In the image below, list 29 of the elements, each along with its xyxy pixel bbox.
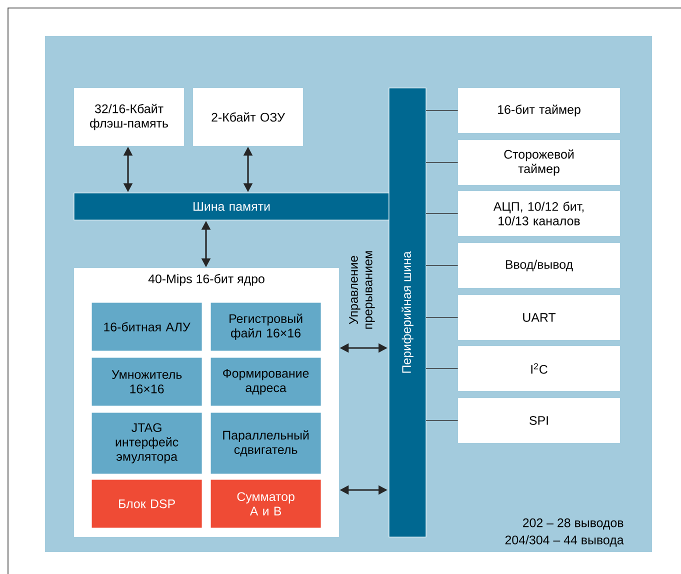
peripheral-box: Сторожевой таймер <box>458 140 620 185</box>
peripheral-box: I$^{2}$C <box>458 346 620 391</box>
connector-line <box>426 420 458 421</box>
connector-line <box>426 265 458 266</box>
dsp-box: Блок DSP <box>92 480 202 528</box>
bus-bar: Периферийная шина <box>388 88 426 538</box>
memory-box: 32/16-Кбайт флэш-память <box>74 88 184 146</box>
connector-line <box>426 162 458 163</box>
unit-box: Умножитель 16×16 <box>92 358 202 406</box>
peripheral-box: 16-бит таймер <box>458 88 620 133</box>
dsp-box: Сумматор A и B <box>210 480 321 528</box>
pin-count-note: 204/304 – 44 вывода <box>505 535 624 547</box>
peripheral-box: АЦП, 10/12 бит, 10/13 каналов <box>458 191 620 236</box>
pin-count-note: 202 – 28 выводов <box>523 518 624 530</box>
connector-line <box>426 317 458 318</box>
unit-box: Формирование адреса <box>210 358 321 406</box>
edge-label: Управление прерыванием <box>349 251 375 329</box>
peripheral-box: Ввод/вывод <box>458 243 620 288</box>
unit-box: JTAG интерфейс эмулятора <box>92 412 202 474</box>
memory-box: 2-Кбайт ОЗУ <box>193 88 303 146</box>
unit-box: Параллельный сдвигатель <box>210 412 321 474</box>
peripheral-box: UART <box>458 295 620 340</box>
connector-line <box>426 213 458 214</box>
connector-line <box>426 110 458 111</box>
unit-box: 16-битная АЛУ <box>92 302 202 351</box>
unit-box: Регистровый файл 16×16 <box>210 302 321 351</box>
peripheral-box: SPI <box>458 398 620 443</box>
connector-line <box>426 368 458 369</box>
bus-bar: Шина памяти <box>74 192 390 220</box>
